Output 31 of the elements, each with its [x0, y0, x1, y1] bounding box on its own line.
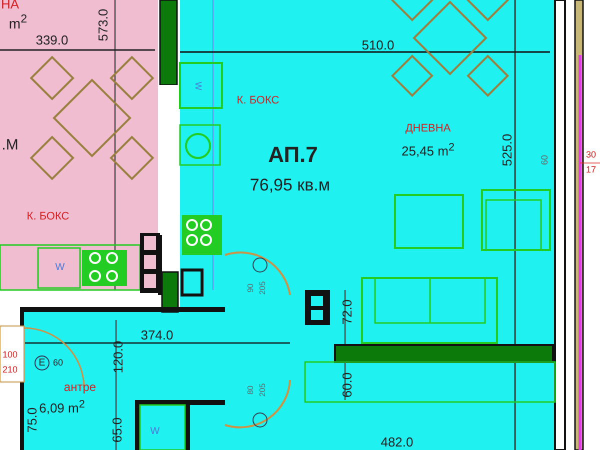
dimension-label: 339.0	[36, 34, 68, 46]
door-size-label: 100	[2, 350, 18, 360]
apartment-label: АП.7	[268, 144, 318, 166]
room-name: К. БОКС	[26, 212, 70, 222]
appliance-mark: W	[150, 427, 160, 437]
area-label: 25,45 m$^{2}$	[402, 142, 454, 158]
door-size-label: 205	[259, 281, 267, 295]
area-label: 6,09 m$^{2}$	[39, 399, 85, 415]
area-label: .М	[2, 138, 18, 152]
panel-size-label: 60	[53, 358, 63, 368]
appliance-mark: W	[194, 82, 202, 90]
dimension-label: 482.0	[380, 436, 414, 448]
door-size-label: 210	[2, 366, 18, 374]
room-name: антре	[64, 381, 96, 393]
window-size-label: 30	[586, 150, 596, 160]
window-size-label: 60	[540, 155, 550, 165]
door-size-label: 90	[247, 284, 255, 292]
dimension-label: 75.0	[26, 407, 38, 433]
area-label: m$^{2}$	[8, 14, 28, 30]
area-label: 76,95 кв.м	[250, 176, 330, 194]
dimension-label: 374.0	[140, 328, 174, 342]
dimension-label: 510.0	[362, 38, 394, 52]
room-name: ДНЕВНА	[405, 124, 451, 134]
door-size-label: 80	[247, 386, 255, 394]
door-size-label: 205	[259, 383, 267, 397]
dimension-label: 525.0	[500, 134, 514, 166]
room-name: К. БОКС	[236, 96, 280, 106]
appliance-mark: W	[55, 263, 65, 273]
dimension-label: 573.0	[96, 8, 110, 42]
panel-mark: E	[34, 356, 50, 370]
window-size-label: 17	[586, 166, 596, 174]
